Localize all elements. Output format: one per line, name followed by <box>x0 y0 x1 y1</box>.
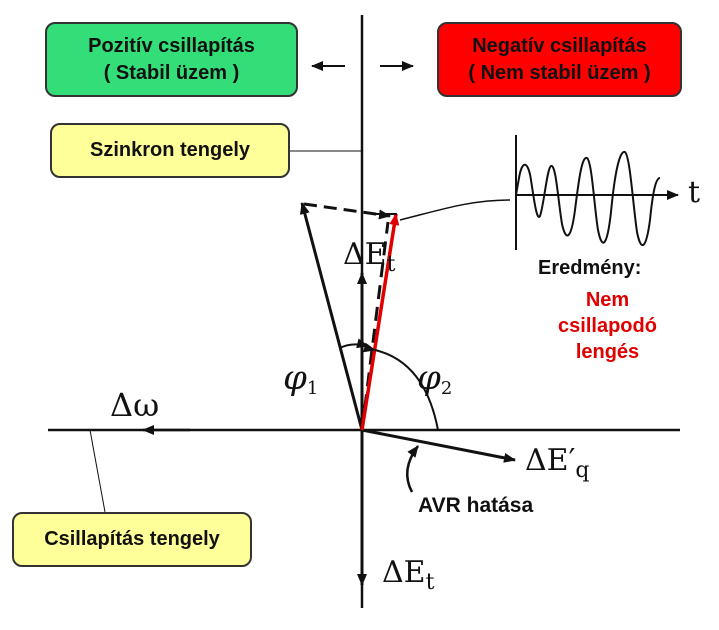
avr-curve-arrow <box>405 445 420 493</box>
delta-eq-main: ΔE′ <box>525 443 576 478</box>
phi1-arc <box>339 338 369 349</box>
delta-eq-subscript: q <box>575 458 589 483</box>
positive-damping-title: Pozitív csillapítás <box>88 34 255 57</box>
negative-damping-title: Negatív csillapítás <box>472 34 647 57</box>
damping-axis-box: Csillapítás tengely <box>12 512 252 567</box>
negative-damping-subtitle: ( Nem stabil üzem ) <box>468 61 651 84</box>
result-line-1: Nem <box>585 289 630 311</box>
phi2-main: φ <box>417 358 441 398</box>
delta-et-bottom-label: ΔEt <box>382 555 435 595</box>
phi2-label: φ2 <box>417 358 452 399</box>
delta-et-bottom-main: ΔE <box>382 555 426 590</box>
phi2-arc <box>363 342 439 431</box>
time-axis-label: t <box>688 175 700 210</box>
phasor-left-vector <box>299 202 364 431</box>
result-title: Eredmény: <box>538 257 642 279</box>
avr-effect-label: AVR hatása <box>418 494 534 517</box>
damping-axis-label: Csillapítás tengely <box>44 528 220 550</box>
positive-damping-box: Pozitív csillapítás ( Stabil üzem ) <box>45 22 298 97</box>
waveform-leader-curve <box>399 199 511 221</box>
damping-axis-leader <box>89 429 106 513</box>
delta-omega-label: Δω <box>110 386 159 424</box>
negative-damping-box: Negatív csillapítás ( Nem stabil üzem ) <box>437 22 682 97</box>
resultant-vector <box>360 213 400 431</box>
phi1-subscript: 1 <box>307 378 318 399</box>
delta-eq-arrow <box>361 428 516 463</box>
delta-et-top-main: ΔE <box>343 237 387 272</box>
synchronous-axis-label: Szinkron tengely <box>89 139 251 161</box>
delta-eq-label: ΔE′q <box>525 443 589 483</box>
result-text: Nem csillapodó lengés <box>540 287 675 365</box>
result-line-3: lengés <box>575 341 640 363</box>
delta-et-bottom-subscript: t <box>426 570 435 595</box>
phi2-subscript: 2 <box>441 378 452 399</box>
delta-et-top-label: ΔEt <box>343 237 396 277</box>
result-line-2: csillapodó <box>558 315 657 337</box>
delta-et-top-subscript: t <box>387 252 396 277</box>
synchronous-axis-box: Szinkron tengely <box>50 123 290 178</box>
phi1-main: φ <box>283 358 307 398</box>
positive-damping-subtitle: ( Stabil üzem ) <box>103 61 240 84</box>
phi1-label: φ1 <box>283 358 318 399</box>
waveform-signal <box>515 150 661 246</box>
